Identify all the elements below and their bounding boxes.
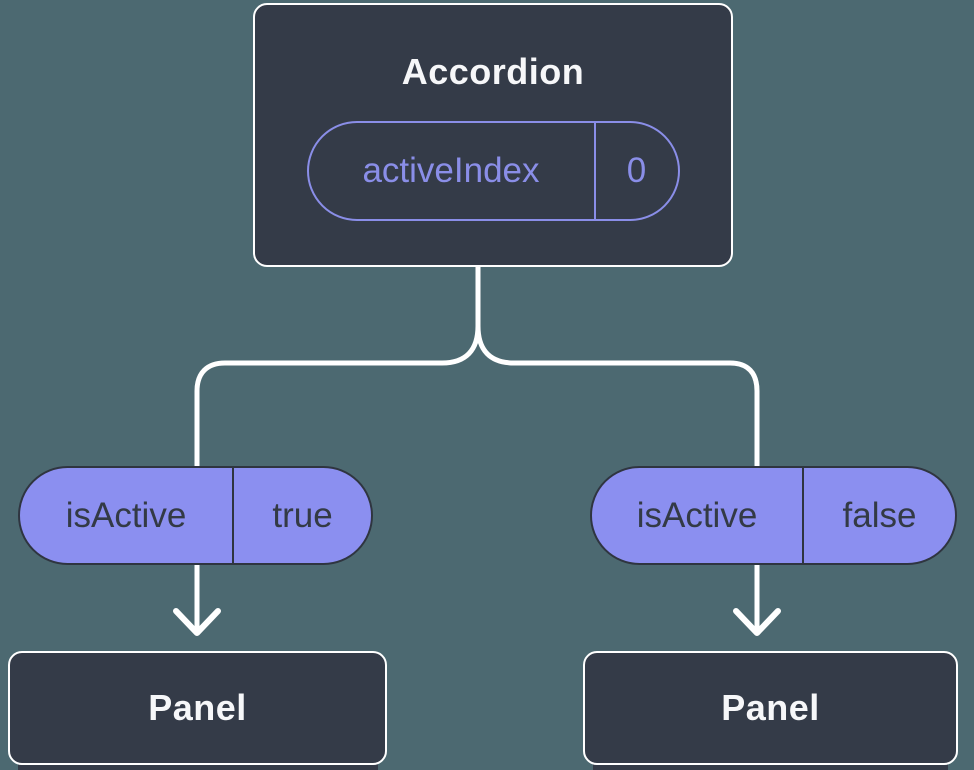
prop-pill-is-active-false: isActive false bbox=[590, 466, 957, 565]
left-branch-line bbox=[194, 263, 481, 633]
prop-pill-is-active-true: isActive true bbox=[18, 466, 373, 565]
prop-name: isActive bbox=[636, 495, 758, 535]
right-branch-line bbox=[475, 263, 760, 633]
panel-title: Panel bbox=[148, 687, 247, 728]
panel-node-left: Panel bbox=[8, 651, 387, 765]
accordion-title: Accordion bbox=[401, 51, 585, 92]
right-arrowhead-icon bbox=[733, 608, 781, 636]
state-name: activeIndex bbox=[362, 151, 540, 190]
prop-name: isActive bbox=[65, 495, 187, 535]
panel-title: Panel bbox=[721, 687, 820, 728]
panel-node-right: Panel bbox=[583, 651, 958, 765]
state-pill: activeIndex 0 bbox=[306, 121, 680, 221]
accordion-node: Accordion activeIndex 0 bbox=[253, 3, 733, 267]
state-value: 0 bbox=[593, 123, 678, 219]
prop-value: true bbox=[232, 468, 371, 563]
left-arrowhead-icon bbox=[173, 608, 221, 636]
prop-value: false bbox=[802, 468, 955, 563]
